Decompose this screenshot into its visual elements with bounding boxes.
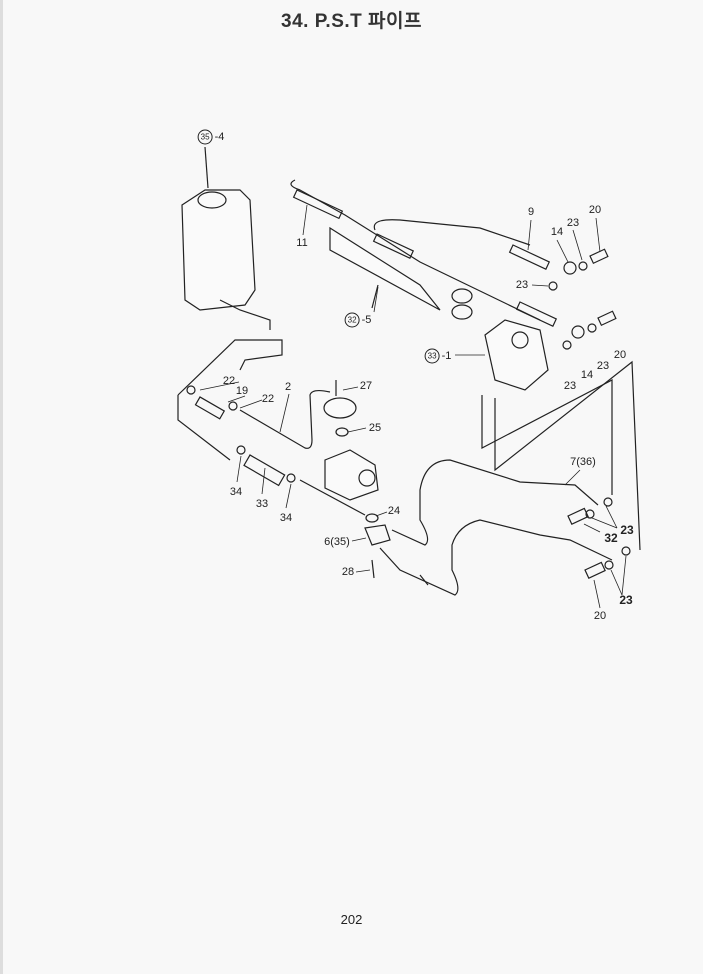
- callout-23: 23: [563, 380, 577, 392]
- callout-28: 28: [341, 566, 355, 578]
- steering-valve: [484, 319, 549, 391]
- callout-23: 23: [620, 523, 634, 537]
- callout-20: 20: [593, 610, 607, 622]
- callout-25: 25: [368, 422, 382, 434]
- page-edge: [0, 0, 3, 974]
- callout-20: 20: [613, 349, 627, 361]
- washer-23: [548, 281, 558, 291]
- washer-23: [578, 261, 588, 271]
- callout-9: 9: [527, 206, 535, 218]
- reservoir-tank: [181, 146, 271, 330]
- power-steering-pump: [323, 380, 379, 501]
- clamp-22: [228, 401, 238, 411]
- hose-33: [243, 454, 286, 487]
- callout-19: 19: [235, 385, 249, 397]
- bolt-20: [597, 310, 617, 327]
- hose-2: [239, 389, 331, 449]
- callout-23: 23: [566, 217, 580, 229]
- washer-23: [604, 560, 614, 570]
- callout-valve: 33-1: [424, 348, 452, 364]
- valve-pipe: [481, 379, 613, 495]
- callout-23: 23: [619, 593, 633, 607]
- callout-34: 34: [229, 486, 243, 498]
- callout-7-36: 7(36): [570, 456, 596, 468]
- callout-suffix: -1: [441, 349, 452, 362]
- pressure-pipe: [379, 519, 613, 596]
- callout-6-35: 6(35): [324, 536, 350, 548]
- callout-27: 27: [359, 380, 373, 392]
- bolt-20: [584, 561, 606, 579]
- washer-23: [562, 340, 572, 350]
- washer-23: [621, 546, 631, 556]
- callout-reservoir: 35-4: [197, 129, 225, 145]
- hose-9: [373, 219, 531, 246]
- clamp-22: [186, 385, 196, 395]
- o-ring-24: [365, 513, 379, 523]
- suction-line-frame: [177, 395, 231, 461]
- bolt-32: [567, 507, 589, 525]
- fitting-28: [371, 559, 375, 579]
- callout-23: 23: [515, 279, 529, 291]
- callout-circled-number: 33: [424, 348, 440, 364]
- callout-circled-number: 35: [197, 129, 213, 145]
- hose-19: [194, 396, 226, 420]
- callout-suffix: -4: [214, 130, 225, 143]
- callout-suffix: -5: [361, 313, 372, 326]
- hose-fitting: [508, 244, 551, 270]
- callout-32: 32: [604, 531, 618, 545]
- washer-23: [603, 497, 613, 507]
- callout-14: 14: [550, 226, 564, 238]
- hose-fitting: [372, 233, 415, 259]
- page-title: 34. P.S.T 파이프: [281, 11, 422, 32]
- callout-22: 22: [222, 375, 236, 387]
- callout-cylinder: 32-5: [344, 312, 372, 328]
- bolt-20: [589, 248, 609, 265]
- clamp-34: [236, 445, 246, 455]
- leader-lines: [199, 204, 627, 609]
- suction-hose: [299, 479, 366, 516]
- hose-fitting: [292, 189, 344, 220]
- valve-pipe: [494, 360, 641, 551]
- flange-6: [364, 524, 391, 546]
- pipe-7: [391, 459, 599, 546]
- union-14: [571, 325, 585, 339]
- union-14: [563, 261, 577, 275]
- callout-11: 11: [296, 237, 308, 249]
- callout-22: 22: [261, 393, 275, 405]
- callout-2: 2: [284, 381, 292, 393]
- callout-14: 14: [580, 369, 594, 381]
- break-mark: [419, 574, 429, 586]
- callout-34: 34: [279, 512, 293, 524]
- washer-23: [587, 323, 597, 333]
- steering-cylinder: [329, 226, 473, 320]
- callout-23: 23: [596, 360, 610, 372]
- callout-24: 24: [387, 505, 401, 517]
- page-number: 202: [340, 912, 363, 927]
- callout-20: 20: [588, 204, 602, 216]
- hose-11: [290, 179, 541, 321]
- callout-33: 33: [255, 498, 269, 510]
- washer-23: [585, 509, 595, 519]
- return-line-frame: [177, 339, 283, 396]
- clamp-34: [286, 473, 296, 483]
- callout-circled-number: 32: [344, 312, 360, 328]
- hose-fitting: [515, 301, 558, 327]
